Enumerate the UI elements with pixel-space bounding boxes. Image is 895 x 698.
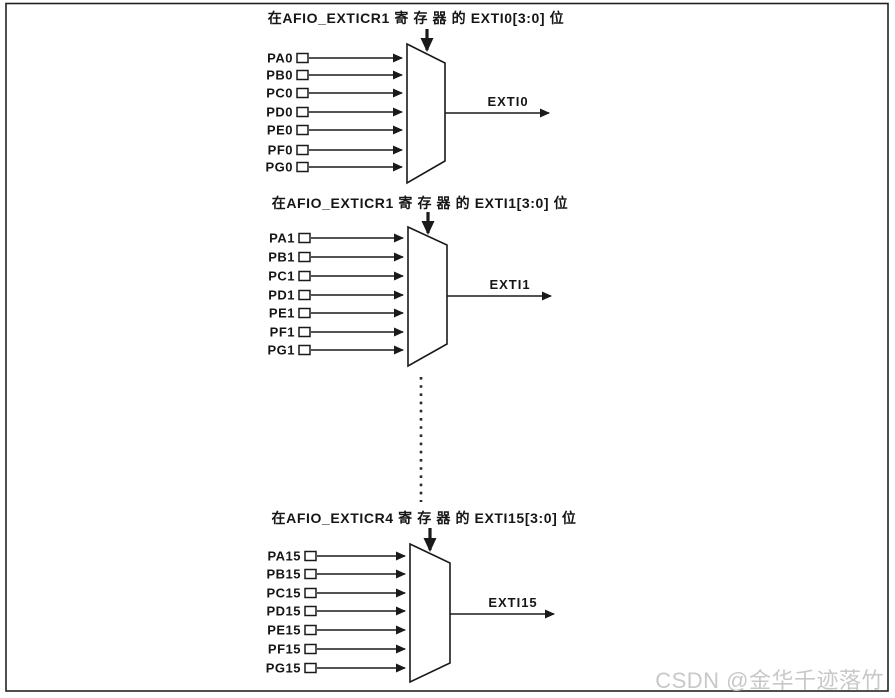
input-row: PG15 [266,661,406,676]
pin-label: PB0 [266,68,293,83]
input-row: PF0 [268,143,403,158]
pin-square [298,251,311,263]
pin-square [298,270,311,282]
pin-label: PB1 [268,250,295,265]
pin-square [304,550,317,562]
pin-square [296,124,309,136]
section-title: 在AFIO_EXTICR1 寄 存 器 的 EXTI1[3:0] 位 [272,195,569,211]
input-row: PE15 [267,623,406,638]
pin-label: PG0 [265,160,293,175]
input-row: PE0 [267,123,403,138]
pin-label: PA1 [269,231,295,246]
pin-label: PF0 [268,143,293,158]
pin-square [298,326,311,338]
output-label: EXTI0 [487,94,528,109]
pin-label: PG1 [267,343,295,358]
input-row: PD15 [266,604,406,619]
pin-square [296,144,309,156]
pin-square [296,106,309,118]
pin-square [296,69,309,81]
pin-square [296,161,309,173]
pin-label: PG15 [266,661,301,676]
pin-label: PC15 [266,586,301,601]
pin-square [304,624,317,636]
mux-trapezoid [406,42,446,185]
input-row: PG1 [267,343,404,358]
pin-label: PC1 [268,269,295,284]
mux-section-exti1: 在AFIO_EXTICR1 寄 存 器 的 EXTI1[3:0] 位 PA1 P… [267,195,569,368]
input-row: PC15 [266,586,406,601]
pin-square [304,568,317,580]
input-row: PA1 [269,231,404,246]
output: EXTI0 [445,94,550,118]
output: EXTI1 [447,277,552,301]
pin-label: PA0 [267,51,293,66]
pin-square [298,289,311,301]
pin-label: PE15 [267,623,301,638]
pin-square [298,344,311,356]
input-row: PE1 [269,306,404,321]
pin-label: PC0 [266,86,293,101]
input-row: PB0 [266,68,403,83]
pin-label: PF15 [268,642,301,657]
diagram-border [5,2,889,692]
input-row: PF1 [270,325,404,340]
input-row: PA15 [267,549,406,564]
mux-trapezoid [407,225,448,368]
pin-label: PE0 [267,123,293,138]
watermark: CSDN @金华千迹落竹 [655,668,884,693]
input-row: PB15 [266,567,406,582]
pin-square [298,232,311,244]
mux-section-exti0: 在AFIO_EXTICR1 寄 存 器 的 EXTI0[3:0] 位 PA0 P… [265,10,565,185]
output: EXTI15 [450,595,555,619]
pin-label: PF1 [270,325,295,340]
pin-square [296,87,309,99]
output-label: EXTI15 [488,595,537,610]
pin-label: PD0 [266,105,293,120]
section-title: 在AFIO_EXTICR1 寄 存 器 的 EXTI0[3:0] 位 [268,10,565,26]
pin-label: PD1 [268,288,295,303]
mux-section-exti15: 在AFIO_EXTICR4 寄 存 器 的 EXTI15[3:0] 位 PA15… [266,510,577,684]
pin-square [296,52,309,64]
input-row: PB1 [268,250,404,265]
pin-square [304,587,317,599]
pin-square [304,643,317,655]
input-row: PC1 [268,269,404,284]
pin-label: PD15 [266,604,301,619]
pin-square [304,662,317,674]
input-row: PC0 [266,86,403,101]
mux-trapezoid [409,542,451,684]
input-row: PA0 [267,51,403,66]
pin-label: PB15 [266,567,301,582]
input-row: PD1 [268,288,404,303]
pin-label: PE1 [269,306,295,321]
pin-square [298,307,311,319]
input-row: PG0 [265,160,403,175]
input-row: PF15 [268,642,406,657]
output-label: EXTI1 [489,277,530,292]
input-row: PD0 [266,105,403,120]
pin-label: PA15 [267,549,301,564]
pin-square [304,605,317,617]
section-title: 在AFIO_EXTICR4 寄 存 器 的 EXTI15[3:0] 位 [272,510,577,526]
